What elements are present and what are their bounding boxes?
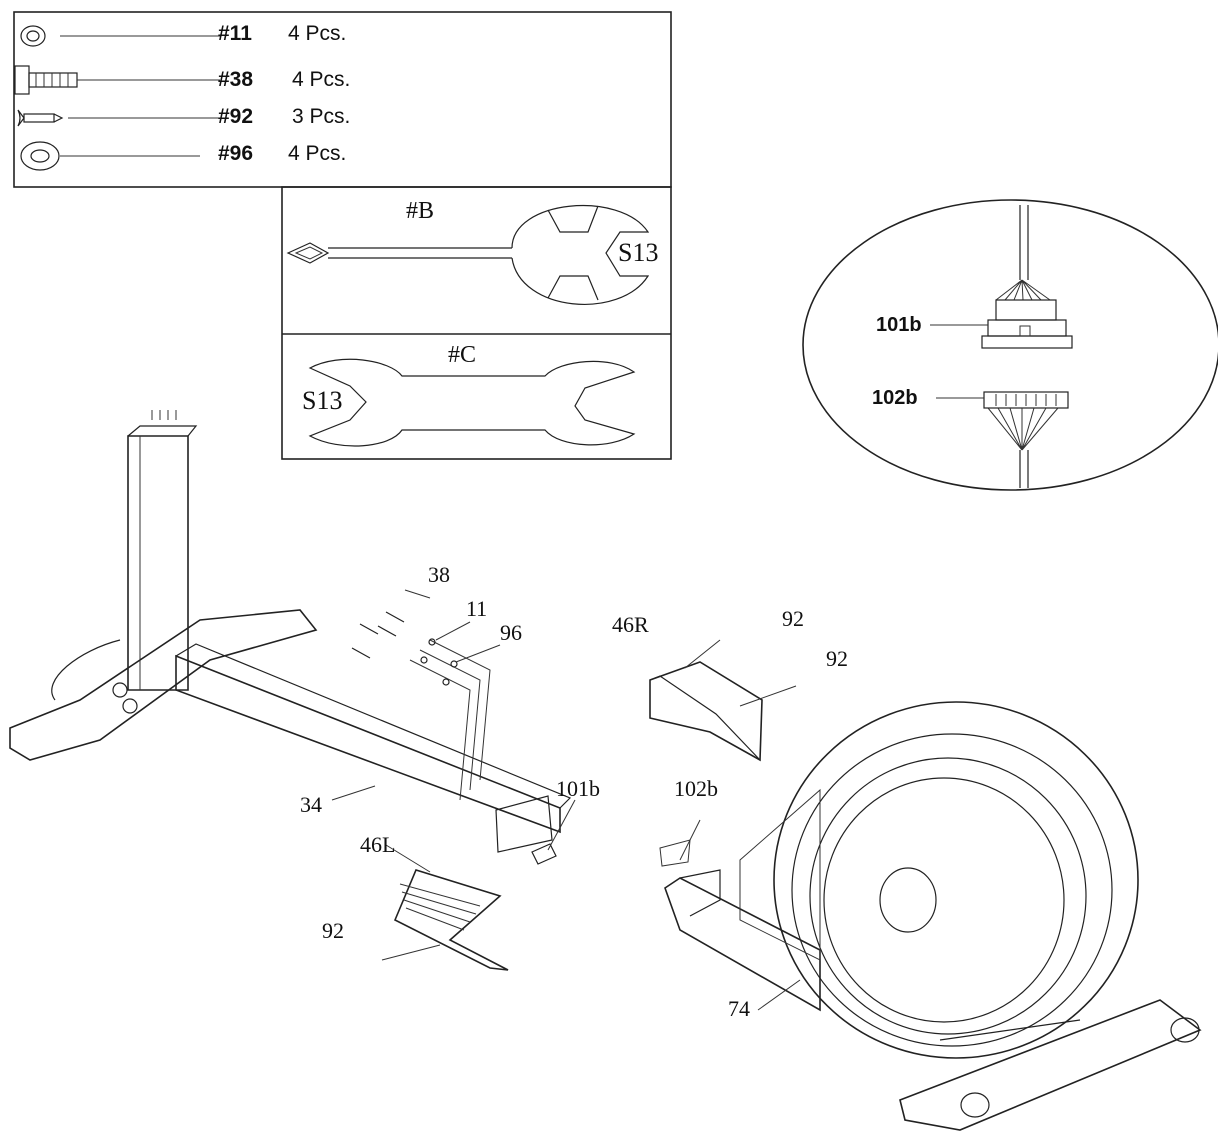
hardware-code: #92 xyxy=(218,105,254,128)
callout-102b: 102b xyxy=(674,776,718,801)
list-item: #38 4 Pcs. xyxy=(0,68,660,104)
main-frame xyxy=(9,410,572,853)
tool-b-wrench xyxy=(286,205,650,305)
connector-detail xyxy=(802,199,1218,491)
callout-38: 38 xyxy=(428,562,450,587)
callout-46r: 46R xyxy=(612,612,649,637)
tool-b-name: #B xyxy=(406,198,435,224)
hardware-code: #11 xyxy=(218,22,252,45)
detail-label-101b: 101b xyxy=(876,314,922,336)
callout-101b: 101b xyxy=(556,776,600,801)
rear-assembly xyxy=(659,701,1202,1131)
cover-46l xyxy=(381,844,509,971)
tools-box xyxy=(281,186,672,460)
connector-101b-part xyxy=(531,799,576,865)
washer-icon xyxy=(20,25,220,47)
callout-96: 96 xyxy=(500,620,522,645)
list-item: #11 4 Pcs. xyxy=(0,22,660,58)
tool-c-size: S13 xyxy=(302,386,343,415)
callout-74: 74 xyxy=(728,996,750,1021)
tool-c-name: #C xyxy=(448,342,477,368)
bolt-hardware xyxy=(351,589,501,686)
cover-46r xyxy=(649,639,797,762)
callout-46l: 46L xyxy=(360,832,396,857)
callout-92-b: 92 xyxy=(826,646,848,671)
hardware-qty: 4 Pcs. xyxy=(292,68,351,91)
hardware-code: #38 xyxy=(218,68,254,91)
tool-b-size: S13 xyxy=(618,238,659,267)
hardware-qty: 3 Pcs. xyxy=(292,105,351,128)
detail-label-102b: 102b xyxy=(872,387,918,409)
callout-92-a: 92 xyxy=(782,606,804,631)
hardware-code: #96 xyxy=(218,142,254,165)
bolt-icon xyxy=(14,65,220,95)
callout-34: 34 xyxy=(300,792,322,817)
tool-c-wrench xyxy=(308,358,636,447)
flat-washer-icon xyxy=(20,141,200,171)
hardware-qty: 4 Pcs. xyxy=(288,22,347,45)
list-item: #96 4 Pcs. xyxy=(0,142,660,178)
hardware-qty: 4 Pcs. xyxy=(288,142,347,165)
list-item: #92 3 Pcs. xyxy=(0,105,660,141)
leader-34 xyxy=(331,785,376,801)
callout-92-c: 92 xyxy=(322,918,344,943)
screw-icon xyxy=(17,109,220,127)
callout-11: 11 xyxy=(466,596,488,621)
